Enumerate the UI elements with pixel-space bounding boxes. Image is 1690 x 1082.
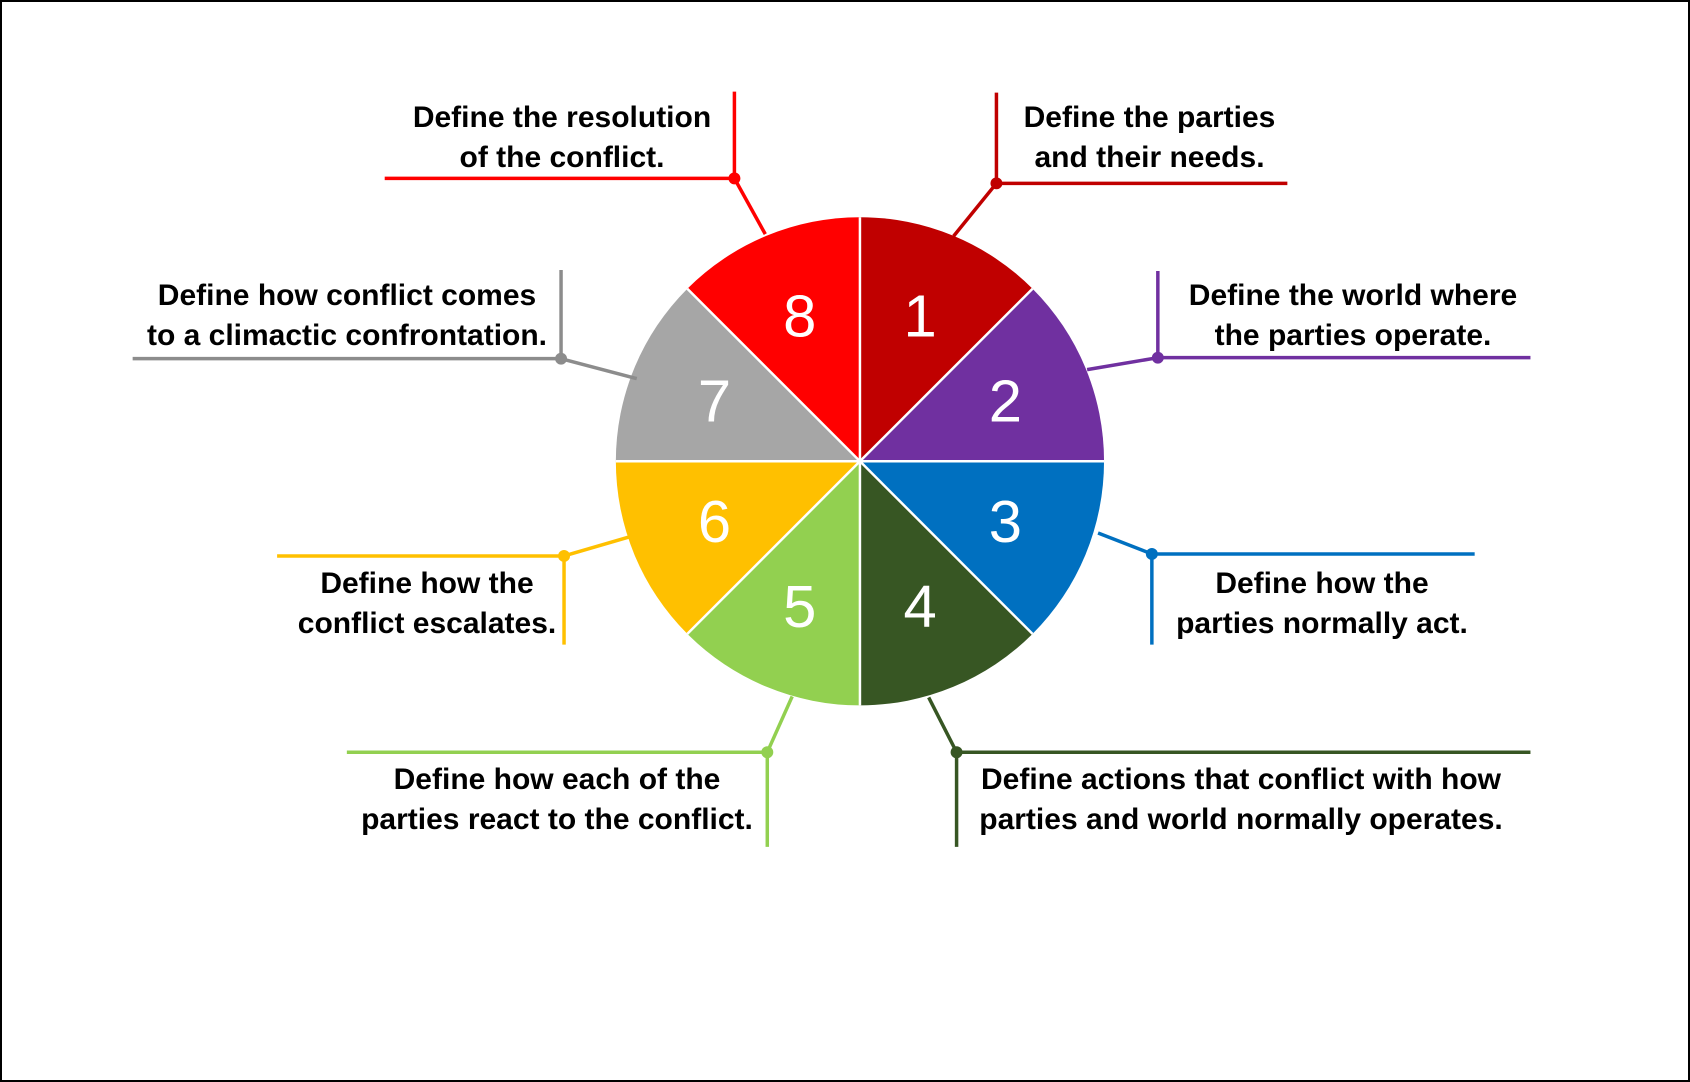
segment-separator <box>859 287 1034 463</box>
callout-label-1: Define the parties and their needs. <box>1023 101 1276 174</box>
callout-connector-2 <box>1086 355 1159 372</box>
pie-segment-1 <box>859 217 1033 462</box>
pie-segment-4 <box>859 461 1033 706</box>
callout-label-4: Define actions that conflict with how pa… <box>979 763 1503 836</box>
segment-number-5: 5 <box>783 573 816 640</box>
callout-elbow-dot-7 <box>555 352 568 365</box>
pie-segment-3 <box>859 461 1105 634</box>
callout-connector-7 <box>560 356 638 381</box>
callout-connector-6 <box>563 535 630 558</box>
segment-number-6: 6 <box>698 488 731 555</box>
segment-number-4: 4 <box>904 573 937 640</box>
callout-connector-1 <box>952 182 998 238</box>
pie-segment-5 <box>687 461 860 706</box>
callout-elbow-dot-2 <box>1151 351 1164 364</box>
segment-separator <box>686 460 861 635</box>
callout-label-2: Define the world where the parties opera… <box>1188 279 1518 352</box>
segment-number-1: 1 <box>904 282 937 349</box>
pie-segment-7 <box>615 288 860 462</box>
segment-number-7: 7 <box>698 368 731 435</box>
pie-segment-6 <box>615 461 860 634</box>
segment-number-3: 3 <box>989 488 1022 555</box>
callout-connector-4 <box>927 696 959 754</box>
callout-elbow-dot-4 <box>950 746 963 759</box>
callout-label-3: Define how the parties normally act. <box>1176 567 1468 640</box>
callout-label-8: Define the resolution of the conflict. <box>412 101 712 174</box>
segment-number-2: 2 <box>989 368 1022 435</box>
segment-number-8: 8 <box>783 282 816 349</box>
callout-elbow-dot-8 <box>728 172 741 185</box>
pie-segment-8 <box>687 217 860 462</box>
callout-elbow-dot-1 <box>990 177 1003 190</box>
callout-label-7: Define how conflict comes to a climactic… <box>146 279 548 352</box>
callout-label-5: Define how each of the parties react to … <box>361 763 753 836</box>
segment-separator <box>686 287 861 463</box>
pie-segment-2 <box>859 288 1105 462</box>
callout-elbow-dot-5 <box>761 746 774 759</box>
callout-elbow-dot-3 <box>1145 547 1158 560</box>
callout-connector-8 <box>732 177 767 235</box>
callout-connector-3 <box>1097 531 1153 556</box>
callout-elbow-dot-6 <box>558 549 571 562</box>
callout-label-6: Define how the conflict escalates. <box>297 567 557 640</box>
segment-separator <box>859 460 1034 635</box>
callout-connector-5 <box>765 695 794 753</box>
